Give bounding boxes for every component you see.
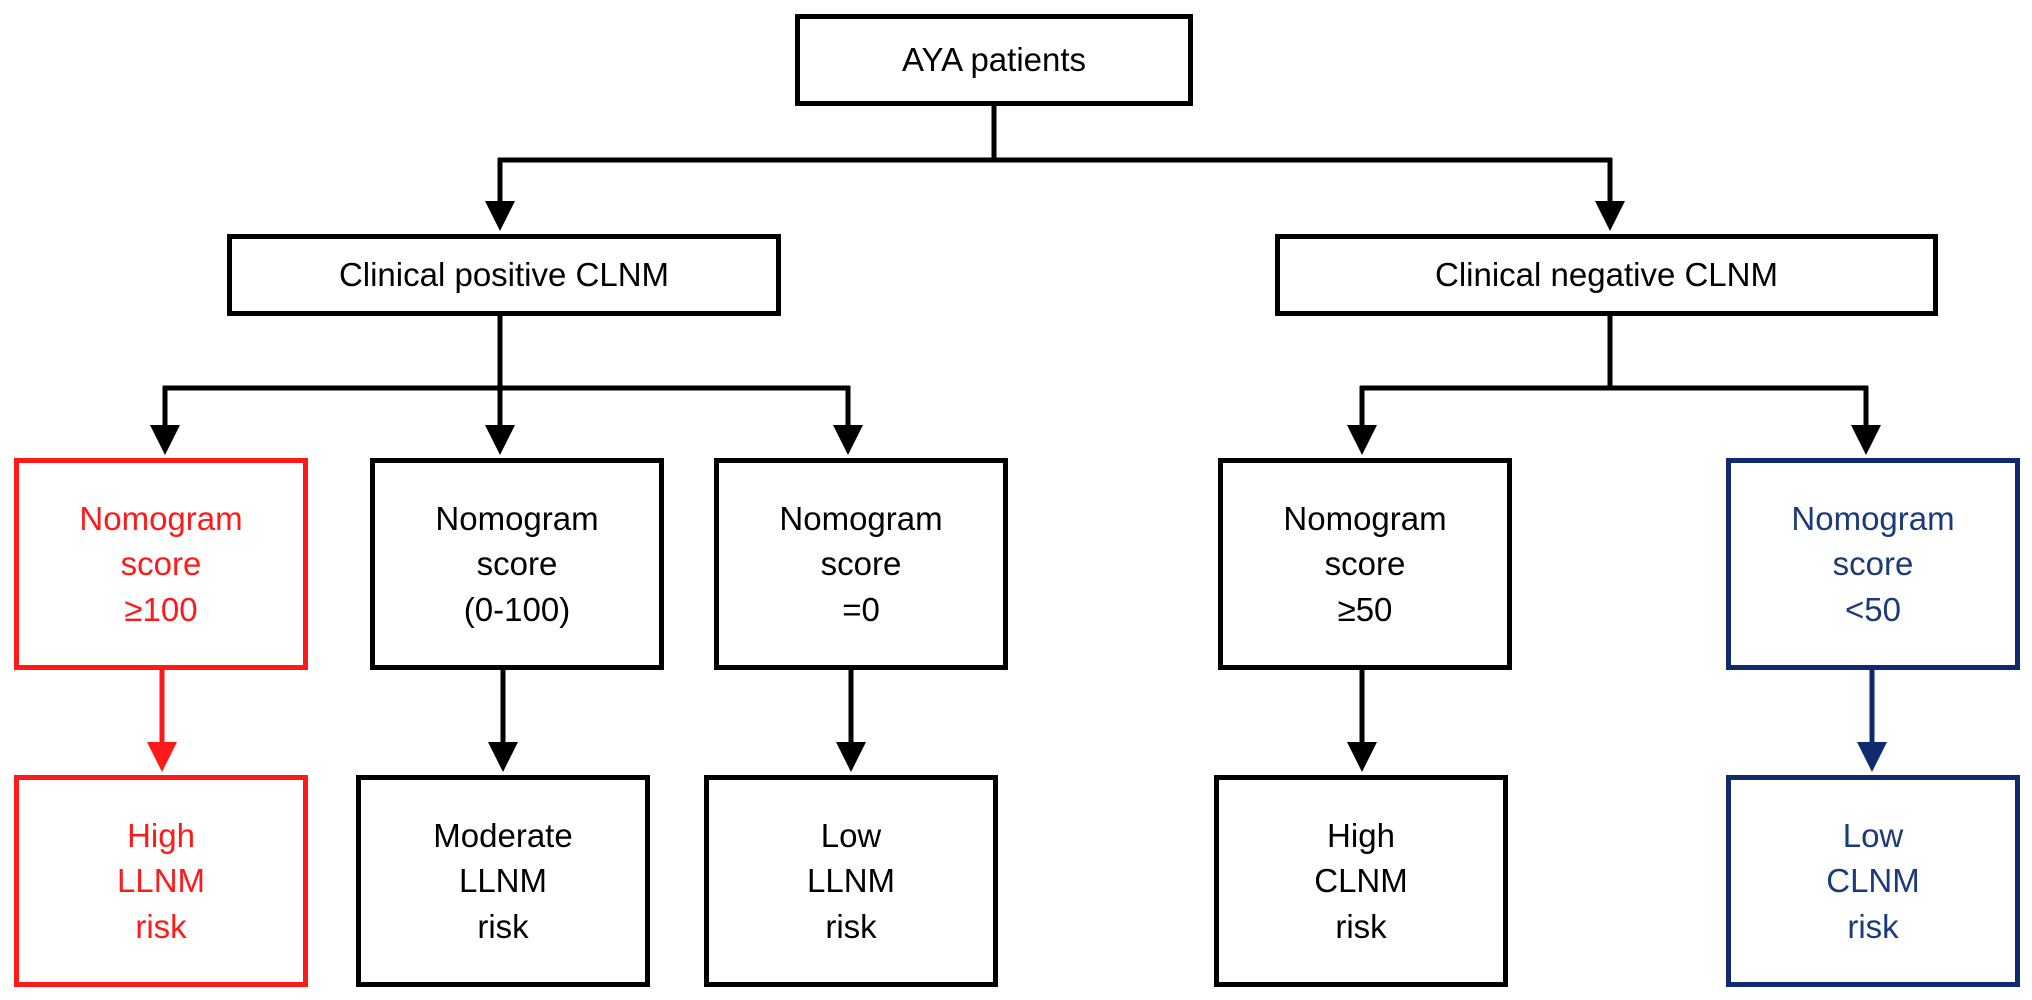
- high-clnm-risk-node: High CLNM risk: [1214, 775, 1508, 987]
- low-clnm-risk-label: Low CLNM risk: [1826, 816, 1920, 945]
- score-50-node: Nomogram score ≥50: [1218, 458, 1512, 670]
- connectors-positive: [150, 316, 863, 455]
- connectors-outcomes: [147, 670, 1887, 772]
- high-llnm-risk-node: High LLNM risk: [14, 775, 308, 987]
- positive-clnm-node: Clinical positive CLNM: [227, 234, 781, 316]
- score-0-100-node: Nomogram score (0-100): [370, 458, 664, 670]
- root-label: AYA patients: [901, 41, 1087, 79]
- low-llnm-risk-node: Low LLNM risk: [704, 775, 998, 987]
- low-llnm-risk-label: Low LLNM risk: [806, 816, 896, 945]
- score-100-label: Nomogram score ≥100: [79, 499, 243, 628]
- score-50-label: Nomogram score ≥50: [1283, 499, 1447, 628]
- score-0-node: Nomogram score =0: [714, 458, 1008, 670]
- score-lt50-label: Nomogram score <50: [1791, 499, 1955, 628]
- moderate-llnm-risk-label: Moderate LLNM risk: [433, 816, 573, 945]
- high-llnm-risk-label: High LLNM risk: [116, 816, 206, 945]
- positive-clnm-label: Clinical positive CLNM: [338, 256, 670, 294]
- negative-clnm-node: Clinical negative CLNM: [1275, 234, 1938, 316]
- high-clnm-risk-label: High CLNM risk: [1314, 816, 1408, 945]
- low-clnm-risk-node: Low CLNM risk: [1726, 775, 2020, 987]
- connectors-negative: [1347, 316, 1881, 455]
- connectors-root: [485, 106, 1625, 231]
- moderate-llnm-risk-node: Moderate LLNM risk: [356, 775, 650, 987]
- score-0-label: Nomogram score =0: [779, 499, 943, 628]
- score-100-node: Nomogram score ≥100: [14, 458, 308, 670]
- score-lt50-node: Nomogram score <50: [1726, 458, 2020, 670]
- root-node: AYA patients: [795, 14, 1193, 106]
- negative-clnm-label: Clinical negative CLNM: [1435, 256, 1778, 294]
- score-0-100-label: Nomogram score (0-100): [435, 499, 599, 628]
